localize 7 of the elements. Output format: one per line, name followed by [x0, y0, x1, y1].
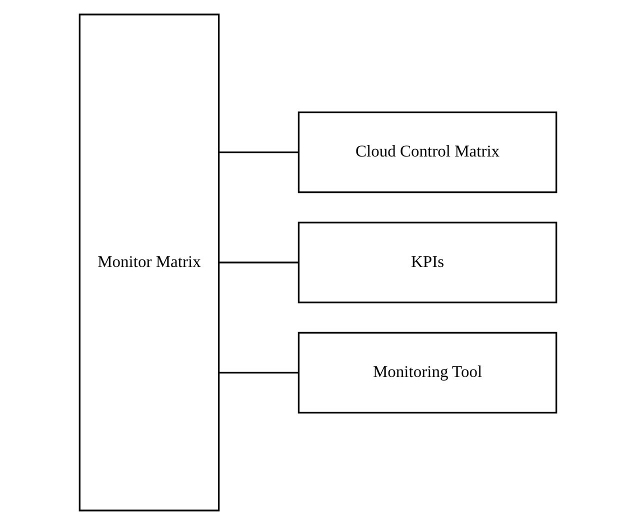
node-box: Monitor Matrix	[78, 13, 220, 511]
node-box: Cloud Control Matrix	[297, 111, 557, 193]
node-box: KPIs	[297, 221, 557, 303]
connector	[218, 371, 298, 374]
node-box: Monitoring Tool	[297, 331, 557, 413]
connector	[218, 150, 298, 153]
connector	[218, 261, 298, 263]
